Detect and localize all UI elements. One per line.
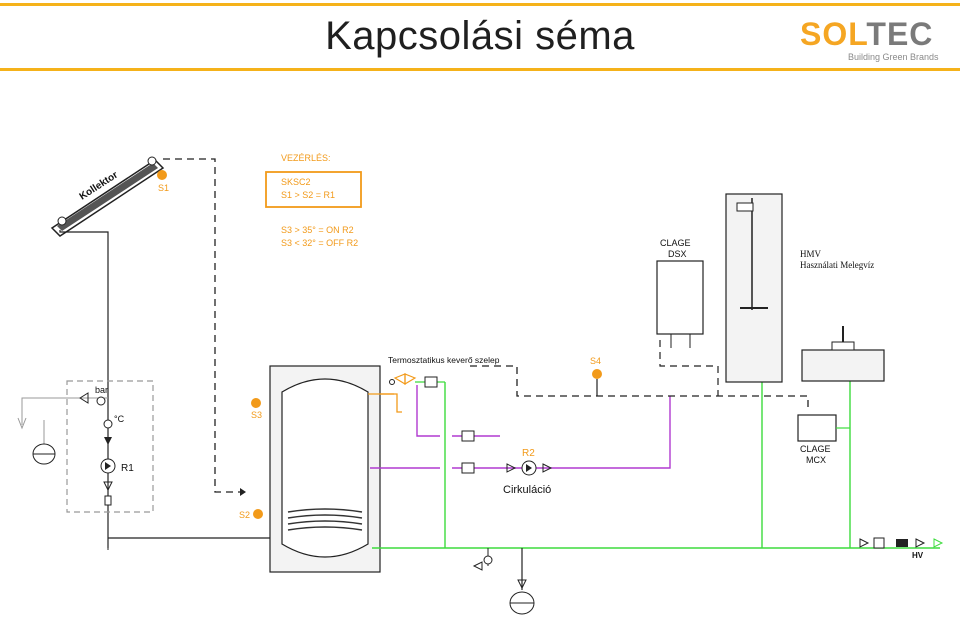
pump-station-box (66, 380, 154, 513)
hmv-label-1: HMV (800, 249, 822, 259)
check-valve-icon (461, 462, 475, 474)
clage-mcx-heater (797, 414, 837, 442)
mcx-label-2: MCX (806, 455, 826, 465)
sink (801, 349, 885, 382)
pump-r2-label: R2 (522, 448, 535, 459)
sensor-s4-icon (592, 369, 602, 379)
sensor-s3-icon (251, 398, 261, 408)
mixer-label: Termosztatikus keverő szelep (388, 355, 500, 365)
check-valve-icon (424, 376, 438, 388)
valve-icon (915, 538, 926, 548)
hv-label: HV (912, 551, 924, 560)
bar-label: bar (95, 385, 108, 395)
valve-icon (859, 538, 870, 548)
shower-head-icon (736, 202, 754, 212)
celsius-label: °C (114, 414, 125, 424)
pressure-gauge-icon (96, 396, 106, 406)
check-valve-icon (873, 537, 885, 549)
header-top-rule (0, 3, 960, 6)
page-title: Kapcsolási séma (325, 14, 635, 58)
storage-tank (269, 365, 381, 573)
safety-valve-icon (79, 392, 89, 404)
hmv-label-2: Használati Melegvíz (800, 260, 874, 270)
check-valve-icon (461, 430, 475, 442)
solar-collector: Kollektor (50, 156, 165, 237)
check-valve-icon (104, 437, 112, 445)
sensor-s2-icon (253, 509, 263, 519)
mixing-valve-icon (393, 373, 406, 386)
mcx-label-1: CLAGE (800, 444, 831, 454)
logo-sol: SOL (800, 16, 867, 52)
faucet-icon (831, 341, 855, 351)
sensor-s1-label: S1 (158, 183, 169, 193)
soltec-logo: SOLTEC Building Green Brands (800, 16, 940, 66)
collector-port-icon (147, 156, 157, 166)
controller-box (265, 171, 362, 208)
safety-valve-icon (472, 561, 483, 571)
thermometer-icon (103, 419, 113, 429)
valve-icon (103, 481, 113, 492)
flow-meter-icon (104, 495, 112, 506)
controller-rule-r1: S1 > S2 = R1 (281, 190, 335, 200)
sensor-s2-label: S2 (239, 510, 250, 520)
circulation-label: Cirkuláció (503, 484, 551, 496)
collector-port-icon (57, 216, 67, 226)
clage-dsx-heater (656, 260, 704, 335)
sensor-s4-label: S4 (590, 356, 601, 366)
sensor-s3-label: S3 (251, 410, 262, 420)
valve-icon (517, 579, 527, 590)
sensor-s1-icon (157, 170, 167, 180)
dsx-label-1: CLAGE (660, 238, 691, 248)
logo-tec: TEC (866, 16, 934, 52)
pump-r1-label: R1 (121, 463, 134, 474)
logo-tagline: Building Green Brands (848, 52, 939, 62)
dsx-label-2: DSX (668, 249, 687, 259)
control-rule-on: S3 > 35° = ON R2 (281, 225, 354, 235)
inlet-arrow-icon (933, 538, 944, 548)
pressure-gauge-icon (483, 555, 493, 565)
filter-icon (896, 539, 908, 547)
logo-wordmark: SOLTEC (800, 16, 933, 53)
controller-model: SKSC2 (281, 177, 311, 187)
header-bottom-rule (0, 68, 960, 71)
control-heading: VEZÉRLÉS: (281, 153, 331, 163)
shower-cabin (725, 193, 783, 383)
valve-icon (542, 463, 553, 473)
valve-icon (506, 463, 517, 473)
control-rule-off: S3 < 32° = OFF R2 (281, 238, 358, 248)
